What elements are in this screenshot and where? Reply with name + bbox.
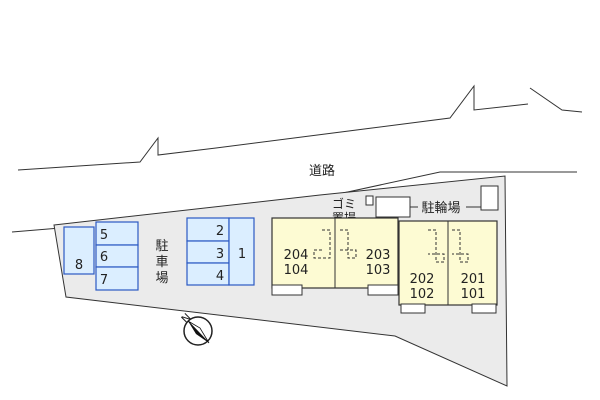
parking-label-1: 駐 (155, 239, 168, 254)
stair-west-a (313, 229, 331, 259)
balcony-203 (367, 284, 399, 296)
stair-east-b (452, 229, 469, 263)
parking-space-7 (95, 266, 139, 291)
bicycle-shed (375, 196, 411, 218)
road-label: 道路 (309, 163, 335, 179)
parking-space-6-label: 6 (100, 250, 108, 265)
parking-label-3: 場 (155, 271, 168, 286)
unit-103-number: 103 (366, 263, 391, 278)
unit-104-number: 104 (284, 263, 309, 278)
parking-space-2-label: 2 (216, 224, 224, 239)
parking-space-7-label: 7 (100, 273, 108, 288)
unit-101-number: 101 (461, 287, 486, 302)
stair-east-a (428, 229, 445, 263)
parking-space-5-label: 5 (100, 228, 108, 243)
balcony-201 (471, 303, 497, 314)
garbage-label-1: ゴミ (332, 196, 356, 211)
parking-space-8 (63, 226, 95, 275)
bicycle-rack (480, 185, 499, 211)
parking-space-1-label: 1 (238, 247, 246, 262)
road-edge-upper (17, 84, 529, 171)
unit-102-number: 102 (410, 287, 435, 302)
unit-203-number: 203 (366, 248, 391, 263)
garbage-box (365, 195, 374, 206)
balcony-204 (271, 284, 303, 296)
unit-202-number: 202 (410, 272, 435, 287)
parking-label-2: 車 (155, 255, 168, 270)
stair-west-b (340, 229, 357, 259)
bicycle-label: 駐輪場 (421, 200, 460, 216)
unit-201-number: 201 (461, 272, 486, 287)
road-edge-upper-right (529, 87, 583, 113)
balcony-202 (400, 303, 426, 314)
parking-space-1 (228, 217, 255, 286)
north-arrow-icon (183, 316, 213, 346)
parking-space-4-label: 4 (216, 269, 224, 284)
unit-204-number: 204 (284, 248, 309, 263)
parking-space-3-label: 3 (216, 247, 224, 262)
parking-space-8-label: 8 (75, 258, 83, 273)
